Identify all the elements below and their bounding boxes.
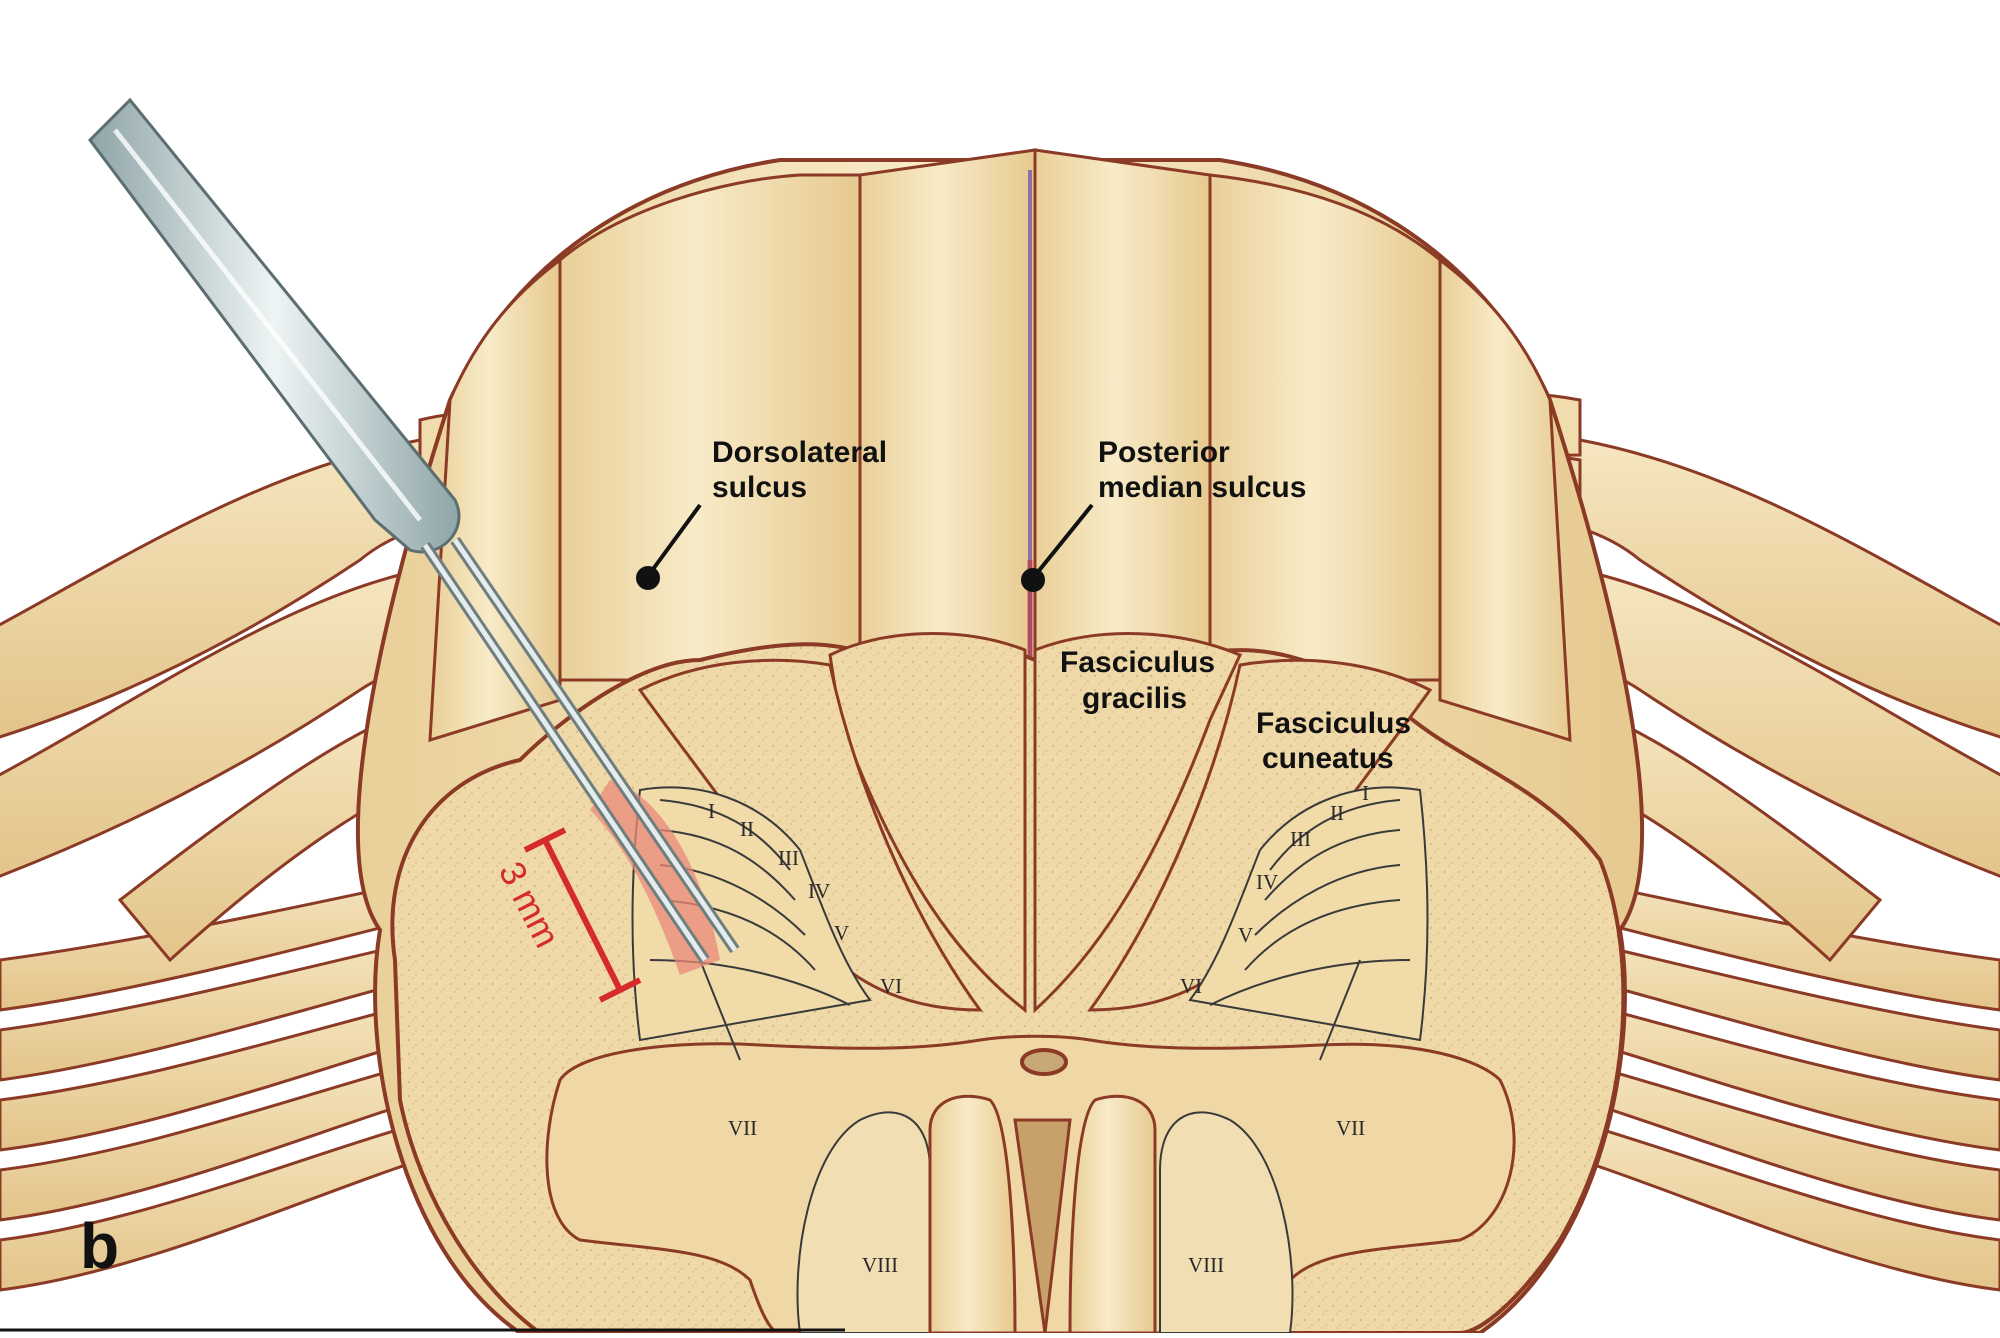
label-posterior-median-sulcus-1: Posterior [1098, 436, 1230, 469]
lamina-right-VII: VII [1336, 1116, 1365, 1140]
lamina-right-I: I [1362, 781, 1369, 805]
label-fasciculus-cuneatus-1: Fasciculus [1256, 707, 1411, 740]
needle [88, 97, 740, 964]
lamina-right-II: II [1330, 801, 1344, 825]
lamina-right-VIII: VIII [1188, 1253, 1224, 1277]
right-dorsal-horn [1188, 786, 1429, 1061]
label-fasciculus-gracilis-2: gracilis [1082, 682, 1187, 715]
panel-label: b [80, 1210, 119, 1282]
lamina-right-III: III [1290, 827, 1311, 851]
dorsal-columns [428, 148, 1572, 743]
callout-pointers [636, 503, 1094, 592]
lamina-left-VIII: VIII [862, 1253, 898, 1277]
measurement-bar [523, 827, 642, 1003]
label-fasciculus-cuneatus-2: cuneatus [1262, 742, 1394, 775]
lamina-left-IV: IV [808, 879, 830, 903]
dorsal-funiculi [637, 632, 1433, 1014]
lamina-left-II: II [740, 817, 754, 841]
label-dorsolateral-sulcus-2: sulcus [712, 471, 807, 504]
lamina-right-IV: IV [1256, 870, 1278, 894]
lamina-left-VI: VI [880, 974, 902, 998]
label-fasciculus-gracilis-1: Fasciculus [1060, 646, 1215, 679]
lamina-right-V: V [1238, 923, 1253, 947]
label-dorsolateral-sulcus-1: Dorsolateral [712, 436, 887, 469]
ventral-columns [928, 1094, 1157, 1335]
label-posterior-median-sulcus-2: median sulcus [1098, 471, 1306, 504]
lamina-left-VII: VII [728, 1116, 757, 1140]
lamina-left-I: I [708, 799, 715, 823]
left-dorsal-horn [631, 786, 872, 1061]
lamina-left-III: III [778, 846, 799, 870]
ventral-horns [796, 1111, 1294, 1334]
central-canal [1020, 1048, 1068, 1076]
lamina-right-VI: VI [1180, 974, 1202, 998]
lamina-left-V: V [834, 921, 849, 945]
